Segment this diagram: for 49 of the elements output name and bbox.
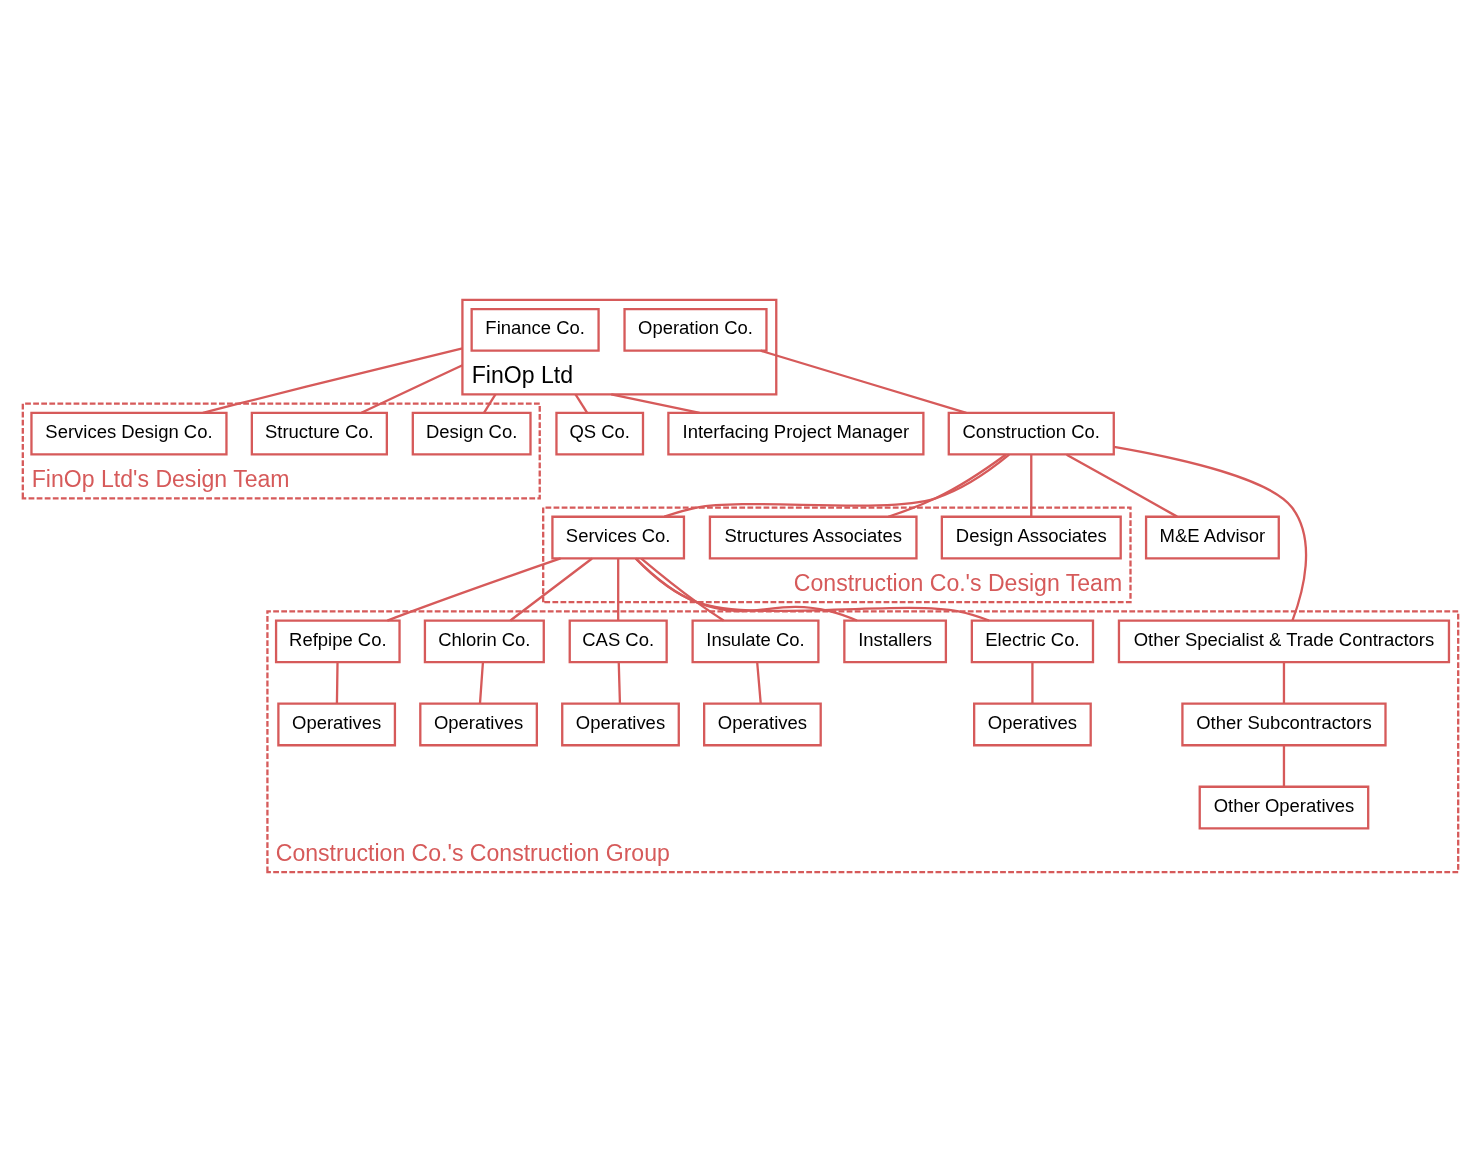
connector: [634, 557, 990, 622]
node-box: Other Subcontractors: [1181, 702, 1387, 747]
connector: [335, 662, 339, 704]
connector: [482, 393, 497, 414]
node-box: Operatives: [973, 702, 1092, 747]
connector: [360, 364, 463, 414]
node-box: Structures Associates: [708, 515, 918, 560]
connector: [1113, 445, 1308, 621]
connector: [202, 347, 463, 414]
connector: [640, 557, 725, 622]
connector: [1282, 662, 1286, 704]
node-box: Interfacing Project Manager: [667, 411, 925, 456]
node-box: Other Specialist & Trade Contractors: [1117, 619, 1451, 664]
node-box: Operatives: [561, 702, 680, 747]
connector: [760, 349, 967, 414]
node-box: M&E Advisor: [1144, 515, 1280, 560]
node-box: Design Co.: [411, 411, 532, 456]
node-box: QS Co.: [555, 411, 645, 456]
node-box: Chlorin Co.: [423, 619, 545, 664]
node-box: Refpipe Co.: [274, 619, 401, 664]
connector: [635, 557, 858, 622]
node-box: Services Co.: [551, 515, 686, 560]
node-box: Other Operatives: [1198, 785, 1370, 830]
node-box: Operatives: [277, 702, 397, 747]
connector: [386, 557, 561, 622]
connector: [617, 558, 620, 621]
node-box: Operatives: [703, 702, 822, 747]
connector: [617, 662, 622, 704]
node-box: Insulate Co.: [691, 619, 820, 664]
connector: [887, 453, 1007, 518]
node-box: CAS Co.: [568, 619, 668, 664]
connector: [664, 453, 1010, 518]
node-box: Construction Co.: [947, 411, 1115, 456]
connector: [1282, 745, 1286, 787]
node-box: Operatives: [419, 702, 538, 747]
node-box: Design Associates: [940, 515, 1122, 560]
connector: [574, 393, 589, 414]
node-box: Operation Co.: [623, 307, 768, 352]
connector: [509, 557, 593, 622]
node-box: Finance Co.: [470, 307, 600, 352]
node-box: Structure Co.: [250, 411, 388, 456]
node-box: Services Design Co.: [30, 411, 228, 456]
node-box: Installers: [843, 619, 948, 664]
connector: [478, 662, 485, 704]
connector: [756, 662, 762, 704]
connector: [1066, 453, 1178, 518]
connector: [1031, 662, 1034, 704]
node-box: Electric Co.: [970, 619, 1095, 664]
connector: [1030, 454, 1033, 517]
